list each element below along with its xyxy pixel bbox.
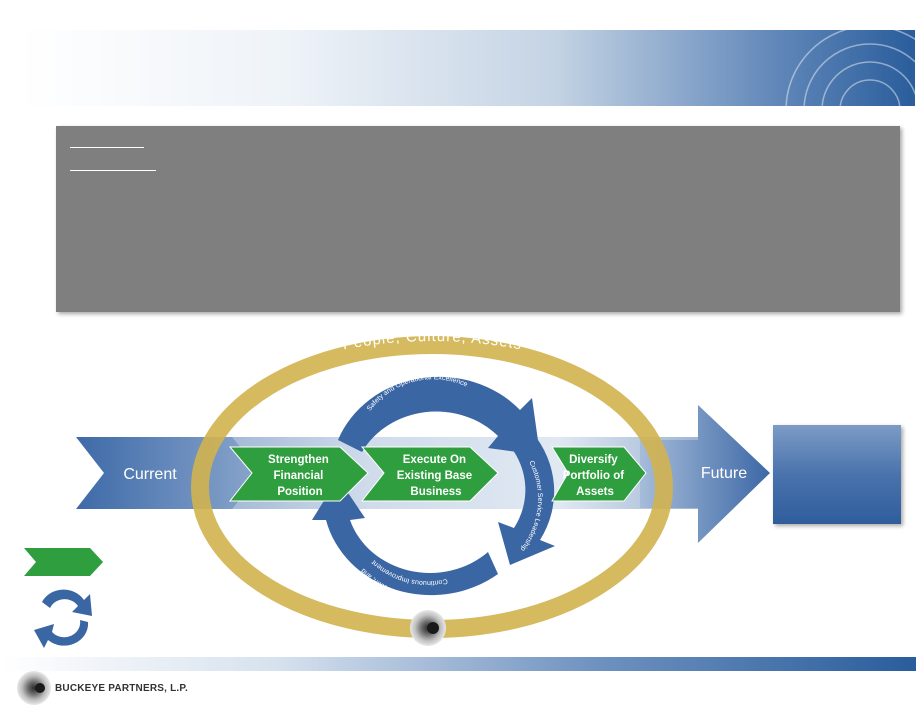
underline-rule [70, 147, 144, 148]
current-label: Current [123, 466, 177, 483]
header-band [18, 30, 915, 106]
step-strengthen-chevron [228, 446, 369, 502]
cycle-arrows [312, 376, 555, 596]
legend-cycle-icon [34, 589, 92, 648]
cycle-arrow-top [338, 376, 540, 455]
cycle-arrow-bottom [312, 478, 498, 596]
future-label: Future [701, 465, 747, 482]
footer-band [0, 657, 916, 671]
step-execute-chevron [360, 446, 499, 502]
step-diversify-chevron [551, 446, 647, 502]
step-strengthen-label: Strengthen Financial Position [268, 454, 332, 498]
future-arrow [640, 405, 770, 543]
legend-green-chevron-icon [24, 548, 103, 576]
company-logo-text: BUCKEYE PARTNERS, L.P. [55, 683, 188, 694]
step-diversify-label: Diversify Portfolio of Assets [563, 454, 628, 498]
ring-hub-core [427, 622, 439, 634]
logo-ring-outer [17, 671, 51, 705]
cycle-arrow-right [498, 432, 555, 565]
future-box [773, 425, 901, 524]
logo-ring-core [35, 683, 45, 693]
step-execute-label: Execute On Existing Base Business [397, 454, 476, 498]
header-rings-decoration [785, 30, 915, 106]
underline-rule [70, 170, 156, 171]
content-placeholder-box [56, 126, 900, 312]
